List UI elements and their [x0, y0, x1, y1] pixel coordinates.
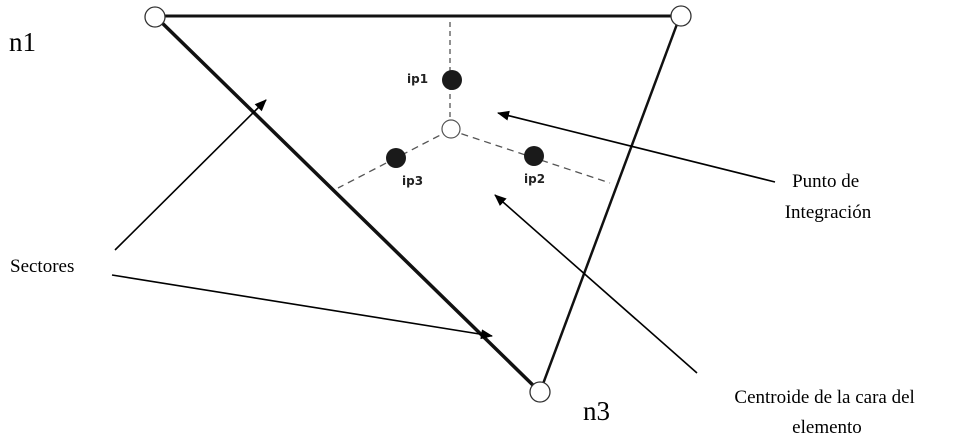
- integration-point-ip2: [524, 146, 544, 166]
- callout-face-centroid-line2: elemento: [792, 417, 862, 438]
- callout-face-centroid-line1: Centroide de la cara del: [734, 387, 914, 408]
- arrow-integration-point: [497, 110, 776, 183]
- arrow-face-centroid: [494, 194, 698, 374]
- callout-sectors: Sectores: [10, 256, 74, 277]
- label-node-n3: n3: [583, 396, 610, 426]
- label-node-n1: n1: [9, 27, 36, 57]
- edge-right: [538, 15, 682, 393]
- callout-arrows: [111, 99, 776, 374]
- node-markers: [144, 5, 692, 403]
- label-ip3: ip3: [402, 174, 423, 188]
- label-ip1: ip1: [407, 72, 428, 86]
- triangle-element: [153, 14, 682, 394]
- arrow-sectors-lower: [111, 274, 493, 340]
- integration-point-ip3: [386, 148, 406, 168]
- integration-points: [386, 70, 544, 168]
- node-marker-n1: [144, 6, 166, 28]
- node-marker-n2: [670, 5, 692, 27]
- node-marker-n3: [529, 381, 551, 403]
- face-centroid-marker: [441, 119, 461, 139]
- callout-integration-point-line2: Integración: [785, 202, 872, 223]
- callout-integration-point-line1: Punto de: [792, 171, 859, 192]
- label-ip2: ip2: [524, 172, 545, 186]
- callout-face-centroid: Centroide de la cara del elemento: [734, 387, 919, 438]
- sector-lines: [337, 22, 611, 189]
- callout-integration-point: Punto de Integración: [785, 171, 872, 223]
- arrow-sectors-upper: [114, 99, 267, 251]
- edge-left: [153, 14, 542, 394]
- integration-point-ip1: [442, 70, 462, 90]
